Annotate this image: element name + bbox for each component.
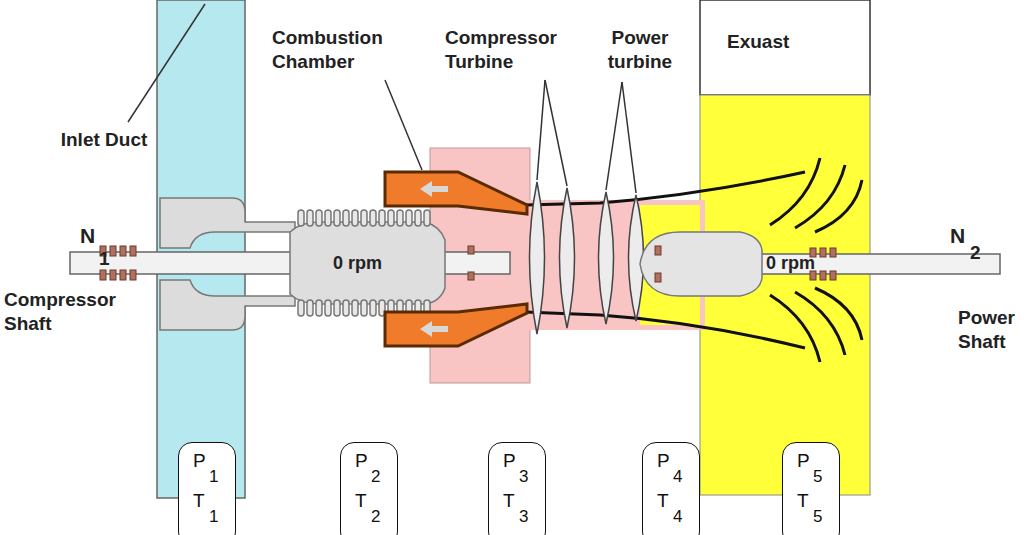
station-number: 1: [209, 507, 218, 527]
station-number: 3: [519, 507, 528, 527]
inlet-duct-lower: [160, 280, 295, 330]
station-box: P5T5: [782, 442, 840, 535]
station-variable: P: [797, 451, 810, 471]
compressor-blades: [298, 210, 430, 316]
station-number: 4: [673, 467, 682, 487]
part-label: Exuast: [727, 30, 789, 54]
speed-symbol: N: [950, 224, 965, 248]
station-variable: T: [797, 491, 809, 511]
station-number: 5: [813, 467, 822, 487]
inlet-duct-panel: [157, 0, 245, 498]
station-number: 3: [519, 467, 528, 487]
bearing: [655, 246, 836, 282]
power-spool: [640, 232, 762, 296]
speed-symbol: N: [80, 224, 95, 248]
part-label: Compressor Shaft: [4, 288, 116, 336]
inlet-duct-upper: [160, 198, 295, 248]
part-label: Inlet Duct: [56, 128, 152, 152]
turbine-blades: [530, 182, 644, 334]
station-box: P3T3: [488, 442, 546, 535]
part-label: Power turbine: [592, 26, 688, 74]
part-label: Compressor Turbine: [445, 26, 563, 74]
station-variable: T: [503, 491, 515, 511]
station-variable: P: [503, 451, 516, 471]
part-label: Combustion Chamber: [272, 26, 390, 74]
leader-line: [385, 80, 636, 193]
station-number: 5: [813, 507, 822, 527]
station-variable: T: [657, 491, 669, 511]
station-variable: T: [355, 491, 367, 511]
combustion-chamber: [385, 304, 527, 346]
speed-subscript: 2: [970, 241, 981, 265]
station-number: 2: [371, 467, 380, 487]
station-variable: P: [657, 451, 670, 471]
speed-subscript: 1: [99, 247, 110, 271]
combustion-chamber: [385, 172, 527, 214]
station-box: P2T2: [340, 442, 398, 535]
station-box: P4T4: [642, 442, 700, 535]
station-number: 2: [371, 507, 380, 527]
station-variable: T: [193, 491, 205, 511]
station-variable: P: [355, 451, 368, 471]
flow-arrow: [420, 181, 448, 197]
exhaust-stack: [700, 0, 870, 95]
station-box: P1T1: [178, 442, 236, 535]
speed-readout: 0 rpm: [333, 251, 382, 275]
part-label: Power Shaft: [958, 306, 1028, 354]
station-number: 4: [673, 507, 682, 527]
compressor-spool: [290, 222, 445, 304]
station-variable: P: [193, 451, 206, 471]
leader-line: [128, 4, 205, 122]
speed-readout: 0 rpm: [766, 251, 815, 275]
station-number: 1: [209, 467, 218, 487]
flow-arrow: [420, 321, 448, 337]
